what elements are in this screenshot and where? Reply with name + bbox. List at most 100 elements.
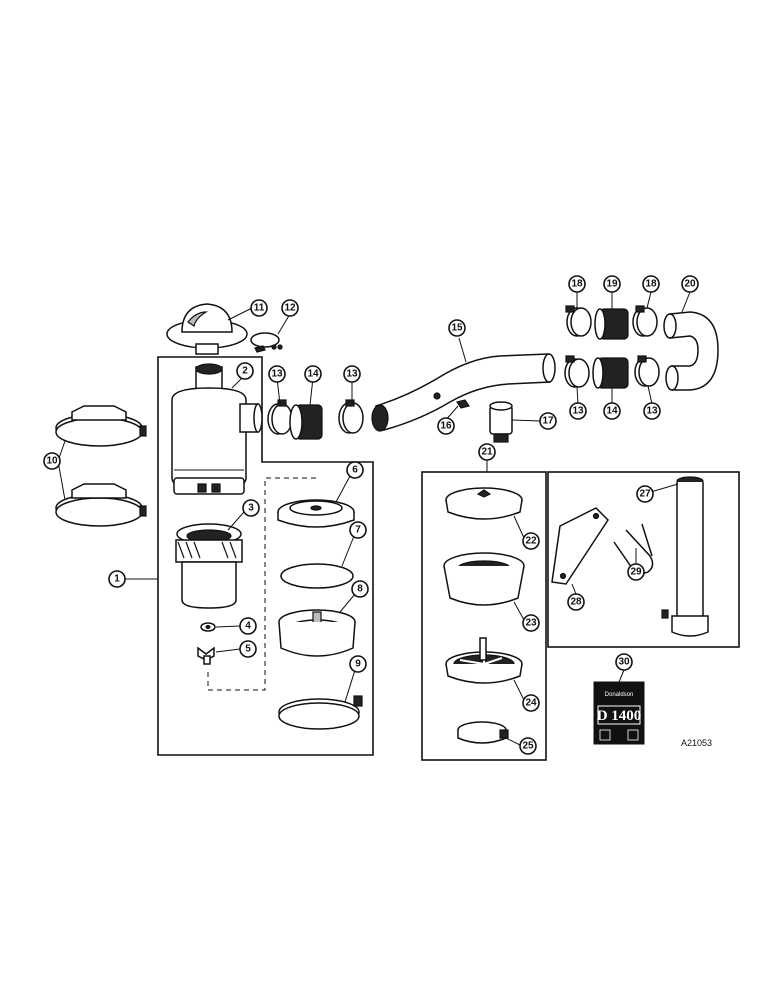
callout-7: 7 [349, 521, 367, 539]
callout-9: 9 [349, 655, 367, 673]
assembly-1-box [157, 356, 374, 756]
callout-30: 30 [615, 653, 633, 671]
callout-label: 18 [571, 279, 583, 290]
callout-15: 15 [448, 319, 466, 337]
mounting-band-lower [55, 483, 147, 527]
hose-clamp-right-lower-1 [564, 355, 590, 388]
callout-2: 2 [236, 362, 254, 380]
callout-11: 11 [250, 299, 268, 317]
callout-label: 21 [481, 447, 493, 458]
decal-brand-text: Donaldson [605, 692, 634, 698]
callout-label: 27 [639, 489, 651, 500]
callout-label: 12 [284, 303, 296, 314]
callout-16: 16 [437, 417, 455, 435]
callout-5: 5 [239, 640, 257, 658]
wing-nut [197, 646, 215, 665]
callout-23: 23 [522, 614, 540, 632]
band-clamp [278, 695, 363, 730]
washer [200, 622, 216, 632]
callout-18a: 18 [568, 275, 586, 293]
callout-27: 27 [636, 485, 654, 503]
callout-label: 13 [646, 406, 658, 417]
decal: Donaldson D 1400 [593, 681, 645, 745]
callout-label: 11 [254, 303, 265, 314]
callout-24: 24 [522, 694, 540, 712]
callout-label: 1 [114, 574, 120, 585]
callout-17: 17 [539, 412, 557, 430]
hose-clamp-right-upper-1 [565, 305, 592, 337]
callout-13d: 13 [643, 402, 661, 420]
dashed-group-outline [207, 477, 316, 691]
callout-3: 3 [242, 499, 260, 517]
callout-20: 20 [681, 275, 699, 293]
exhaust-stack-pipe [661, 476, 709, 637]
callout-29: 29 [627, 563, 645, 581]
gasket [280, 563, 354, 589]
decal-model-text: D 1400 [597, 708, 642, 724]
callout-label: 18 [645, 279, 657, 290]
callout-19: 19 [603, 275, 621, 293]
callout-4: 4 [239, 617, 257, 635]
callout-14a: 14 [304, 365, 322, 383]
pre-cleaner-cup [175, 523, 243, 609]
callout-25: 25 [519, 737, 537, 755]
drawing-reference-code: A21053 [681, 738, 712, 748]
callout-13c: 13 [569, 402, 587, 420]
pre-cleaner-clamp [457, 721, 509, 744]
elbow-pipe [663, 311, 719, 391]
callout-label: 22 [525, 536, 537, 547]
pre-cleaner-vane [445, 637, 523, 684]
callout-label: 3 [248, 503, 254, 514]
callout-22: 22 [522, 532, 540, 550]
callout-label: 9 [355, 659, 361, 670]
callout-label: 13 [271, 369, 283, 380]
hose-clamp-left-2 [338, 399, 364, 434]
callout-14b: 14 [603, 402, 621, 420]
mounting-bracket [551, 507, 609, 585]
callout-13a: 13 [268, 365, 286, 383]
rain-cap [166, 303, 248, 355]
callout-label: 13 [346, 369, 358, 380]
pre-cleaner-cap [445, 487, 523, 520]
callout-label: 15 [451, 323, 463, 334]
callout-label: 6 [352, 465, 358, 476]
assembly-21-box [421, 471, 547, 761]
callout-1: 1 [108, 570, 126, 588]
callout-label: 8 [357, 584, 363, 595]
callout-6: 6 [346, 461, 364, 479]
callout-21: 21 [478, 443, 496, 461]
callout-label: 23 [525, 618, 537, 629]
cap-clamp [250, 332, 283, 353]
assembly-27-box [547, 471, 740, 648]
rubber-hose-right-upper [594, 308, 629, 340]
callout-label: 28 [570, 597, 582, 608]
restriction-indicator [489, 401, 513, 443]
callout-label: 14 [606, 406, 618, 417]
callout-18b: 18 [642, 275, 660, 293]
callout-label: 16 [440, 421, 452, 432]
callout-label: 29 [630, 567, 642, 578]
callout-label: 10 [46, 456, 58, 467]
intake-pipe [371, 353, 556, 432]
mounting-band-upper [55, 405, 147, 447]
callout-label: 5 [245, 644, 251, 655]
filter-cover [277, 499, 355, 528]
restriction-indicator-fitting [456, 399, 470, 409]
callout-label: 25 [522, 741, 534, 752]
filter-element [278, 609, 356, 657]
callout-28: 28 [567, 593, 585, 611]
callout-label: 19 [606, 279, 618, 290]
rubber-hose-right-lower [592, 357, 629, 389]
pre-cleaner-body [443, 552, 525, 606]
callout-label: 24 [525, 698, 537, 709]
hose-clamp-left-1 [267, 399, 293, 435]
rubber-hose-left [289, 404, 323, 440]
callout-label: 7 [355, 525, 361, 536]
callout-8: 8 [351, 580, 369, 598]
callout-10: 10 [43, 452, 61, 470]
callout-label: 13 [572, 406, 584, 417]
callout-label: 30 [618, 657, 630, 668]
hose-clamp-right-upper-2 [632, 305, 658, 337]
callout-12: 12 [281, 299, 299, 317]
